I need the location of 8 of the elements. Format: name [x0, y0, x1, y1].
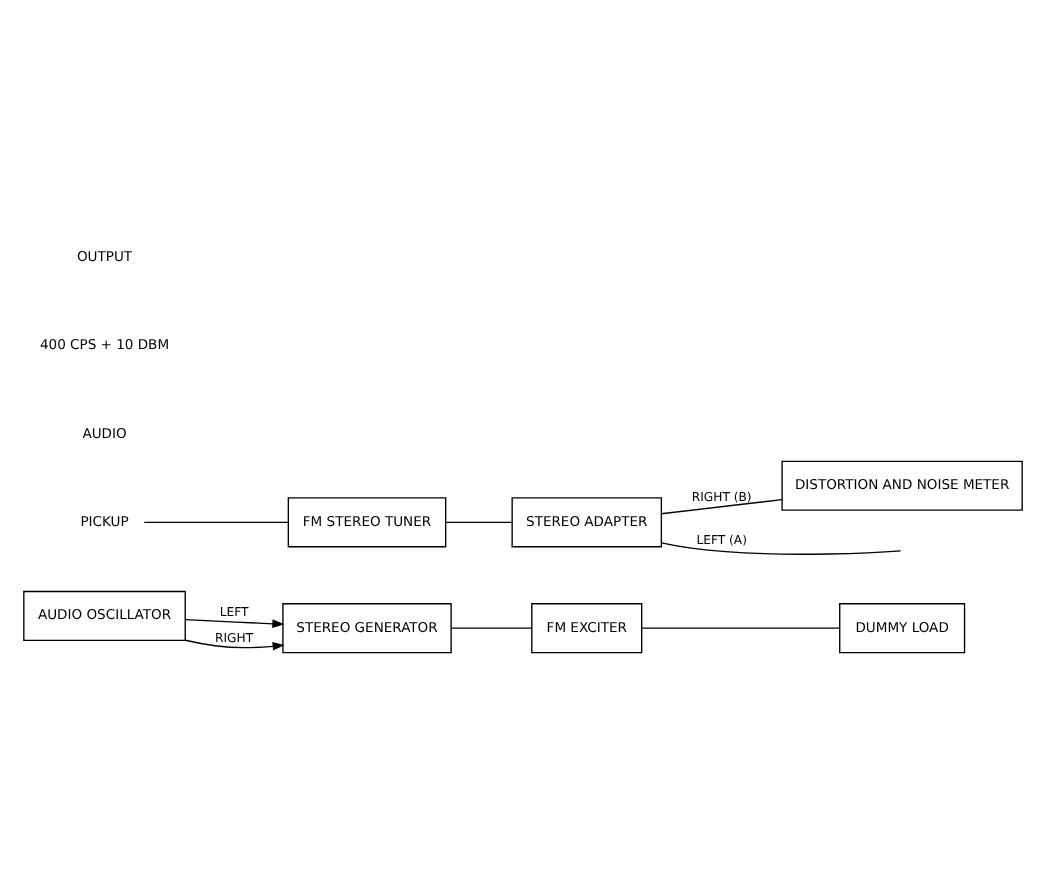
connector	[142, 520, 288, 523]
connector	[444, 520, 512, 523]
arrow	[183, 638, 284, 650]
connector	[449, 626, 532, 628]
connector	[640, 626, 840, 628]
arrow	[183, 618, 284, 628]
connector	[659, 497, 782, 514]
connector	[659, 541, 901, 554]
